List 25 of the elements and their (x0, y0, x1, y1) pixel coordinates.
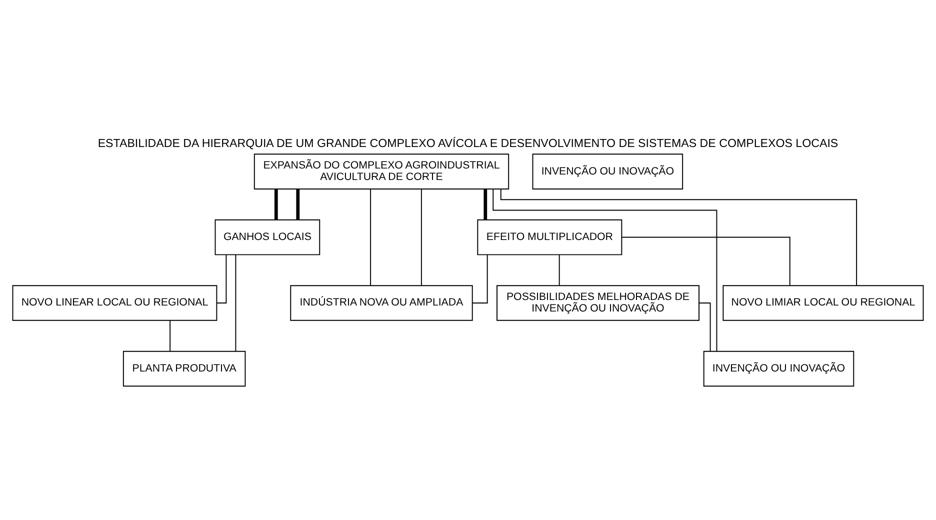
connector (170, 320, 171, 352)
connector (274, 189, 278, 220)
node-box: INVENÇÃO OU INOVAÇÃO (532, 154, 684, 190)
diagram-title: ESTABILIDADE DA HIERARQUIA DE UM GRANDE COMPLEXO AVÍCOLA E DESENVOLVIMENTO DE SISTEMAS DE COMPLEXOS LOCAIS (98, 138, 838, 150)
connector (698, 302, 711, 352)
node-box: EFEITO MULTIPLICADOR (477, 219, 622, 256)
node-box: NOVO LINEAR LOCAL OU REGIONAL (12, 285, 218, 321)
connector (235, 254, 236, 352)
connector (500, 188, 858, 286)
connector (216, 254, 227, 304)
node-box: PLANTA PRODUTIVA (122, 350, 246, 387)
connector (420, 188, 422, 286)
connector (472, 254, 488, 304)
node-box: INDÚSTRIA NOVA OU AMPLIADA (290, 285, 473, 321)
node-box: NOVO LIMIAR LOCAL OU REGIONAL (722, 285, 924, 321)
connector (558, 254, 560, 286)
connector (492, 188, 718, 352)
node-box: GANHOS LOCAIS (214, 219, 320, 256)
connector (370, 188, 372, 286)
connector (296, 189, 300, 220)
connector (621, 236, 790, 286)
connector (484, 189, 488, 220)
node-box: EXPANSÃO DO COMPLEXO AGROINDUSTRIAL AVICULTURA DE CORTE (254, 154, 510, 190)
node-box: INVENÇÃO OU INOVAÇÃO (703, 350, 854, 387)
node-box: POSSIBILIDADES MELHORADAS DE INVENÇÃO OU INOVAÇÃO (496, 285, 700, 321)
